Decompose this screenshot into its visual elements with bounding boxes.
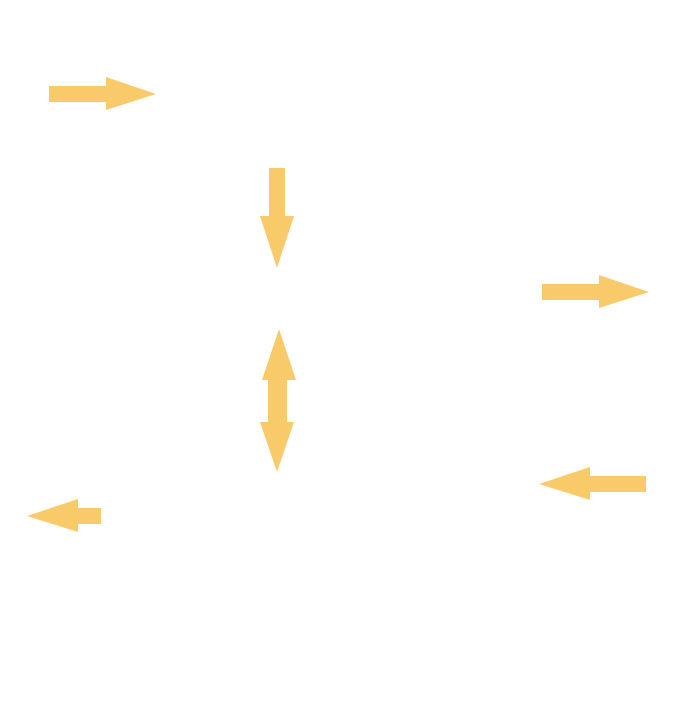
arrow-right-icon [542, 275, 649, 308]
arrow-right-icon [49, 77, 156, 110]
arrow-left-icon [27, 499, 101, 532]
arrow-left-icon [539, 467, 646, 500]
arrow-down-icon [260, 168, 294, 268]
arrow-up-down-icon [260, 329, 296, 472]
